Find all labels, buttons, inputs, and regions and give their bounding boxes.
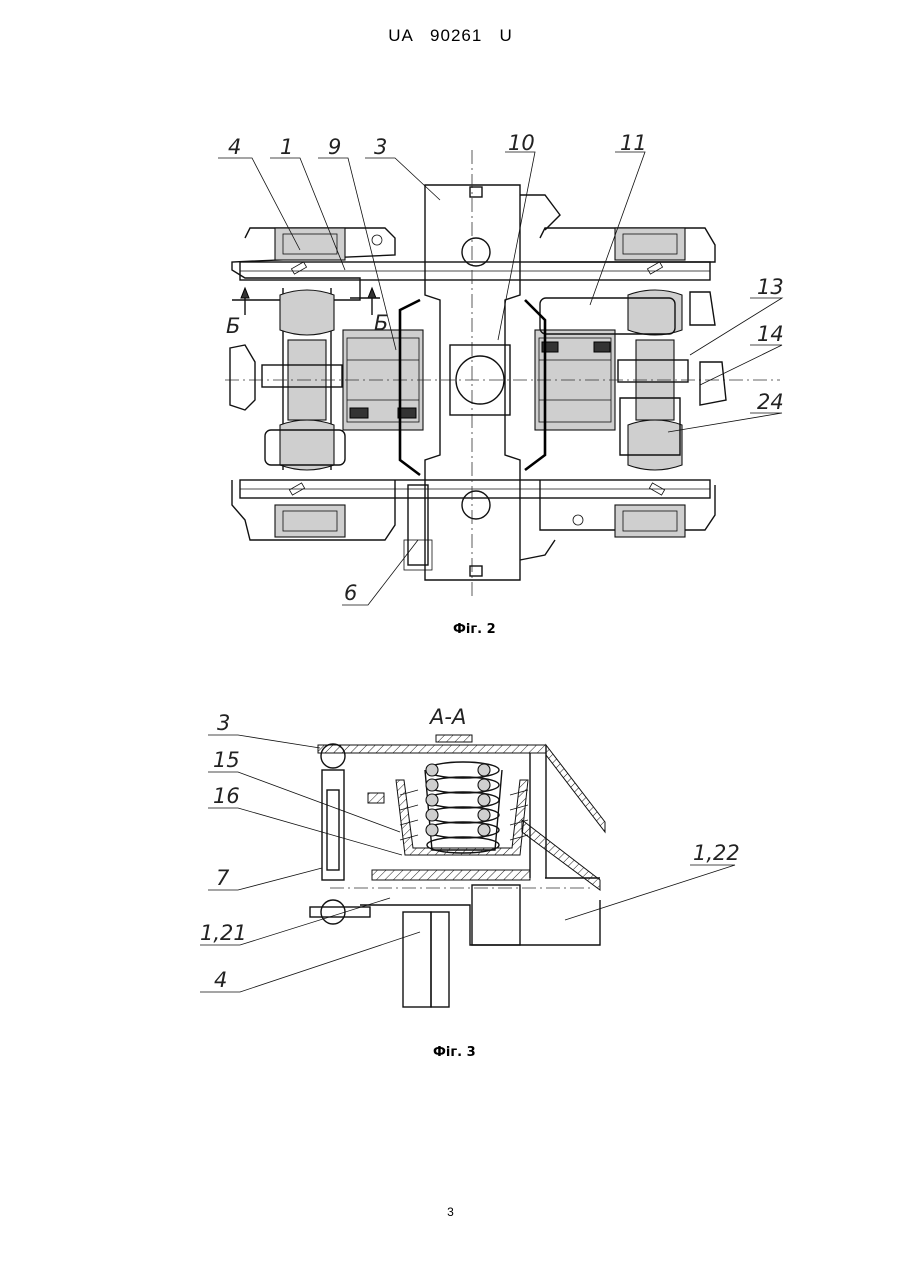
section-mark-left: Б bbox=[226, 314, 240, 338]
callout-1-21: 1,21 bbox=[200, 921, 247, 945]
callout-13: 13 bbox=[757, 275, 784, 299]
callout-7: 7 bbox=[216, 866, 230, 890]
figure-3-leaders bbox=[200, 735, 735, 992]
callout-9: 9 bbox=[328, 135, 341, 159]
callout-14: 14 bbox=[757, 322, 784, 346]
callout-6: 6 bbox=[344, 581, 357, 605]
callout-16: 16 bbox=[213, 784, 240, 808]
callout-15: 15 bbox=[213, 748, 240, 772]
callout-1-22: 1,22 bbox=[693, 841, 740, 865]
callout-1: 1 bbox=[280, 135, 293, 159]
figure-3-drawing bbox=[310, 735, 605, 1007]
figure-2-caption: Фіг. 2 bbox=[453, 622, 496, 637]
callout-3: 3 bbox=[217, 711, 230, 735]
section-mark-right: Б bbox=[374, 311, 388, 335]
callout-10: 10 bbox=[508, 131, 535, 155]
callout-4: 4 bbox=[214, 968, 227, 992]
figure-3-caption: Фіг. 3 bbox=[433, 1045, 476, 1060]
callout-3: 3 bbox=[374, 135, 387, 159]
figure-2-drawing bbox=[225, 150, 780, 600]
section-title: А-А bbox=[428, 705, 466, 729]
page-number: 3 bbox=[0, 1205, 901, 1219]
callout-11: 11 bbox=[620, 131, 647, 155]
callout-4: 4 bbox=[228, 135, 241, 159]
callout-24: 24 bbox=[757, 390, 784, 414]
